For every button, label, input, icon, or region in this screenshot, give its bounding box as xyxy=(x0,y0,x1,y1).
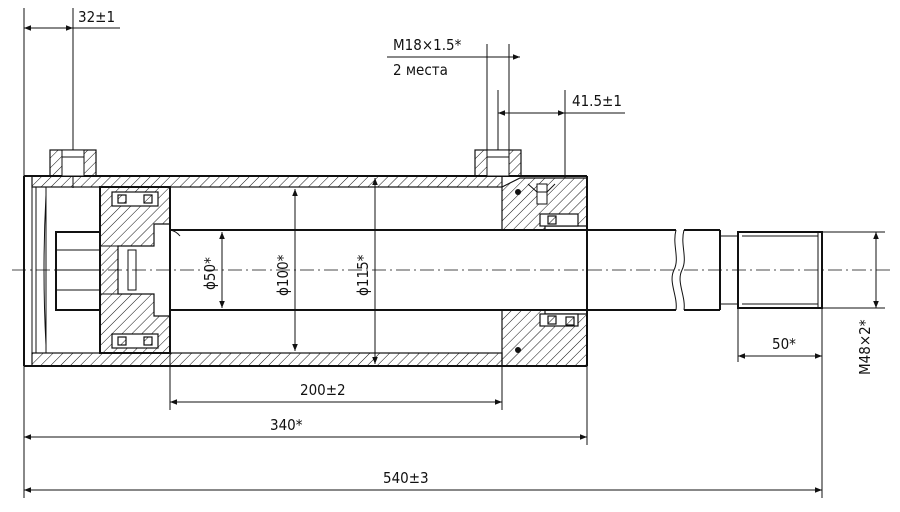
dim-rod-thread: M48×2* xyxy=(822,231,885,375)
piston-rod xyxy=(169,229,823,311)
dim-body-length: 340* xyxy=(23,366,588,498)
front-port xyxy=(474,149,522,177)
dim-rod-diameter: ϕ50* xyxy=(201,232,225,308)
dim-port-offset-text: 32±1 xyxy=(78,8,115,26)
dim-rod-diameter-text: ϕ50* xyxy=(201,257,219,290)
dim-stroke-text: 200±2 xyxy=(300,381,346,399)
dim-gland-length: 41.5±1 xyxy=(497,90,625,178)
dim-overall-length-text: 540±3 xyxy=(383,469,429,487)
dim-port-thread-text: M18×1.5* xyxy=(393,36,462,54)
dim-outer-diameter-text: ϕ115* xyxy=(354,254,372,296)
gland-head xyxy=(501,177,588,367)
dim-rod-thread-length: 50* xyxy=(737,308,822,362)
dim-port-count-text: 2 места xyxy=(393,61,448,79)
dim-gland-length-text: 41.5±1 xyxy=(572,92,622,110)
dim-port-offset: 32±1 xyxy=(23,8,120,176)
dim-rod-thread-text: M48×2* xyxy=(856,319,874,375)
dim-rod-thread-length-text: 50* xyxy=(772,335,796,353)
dim-bore-diameter: ϕ100* xyxy=(274,189,298,351)
dim-overall-length: 540±3 xyxy=(24,308,823,498)
dim-outer-diameter: ϕ115* xyxy=(354,178,378,364)
rear-port xyxy=(49,149,97,188)
dim-body-length-text: 340* xyxy=(270,416,303,434)
dim-port-thread: M18×1.5* 2 места xyxy=(387,36,520,150)
piston xyxy=(99,186,171,354)
dim-stroke: 200±2 xyxy=(169,353,503,410)
dim-bore-diameter-text: ϕ100* xyxy=(274,254,292,296)
